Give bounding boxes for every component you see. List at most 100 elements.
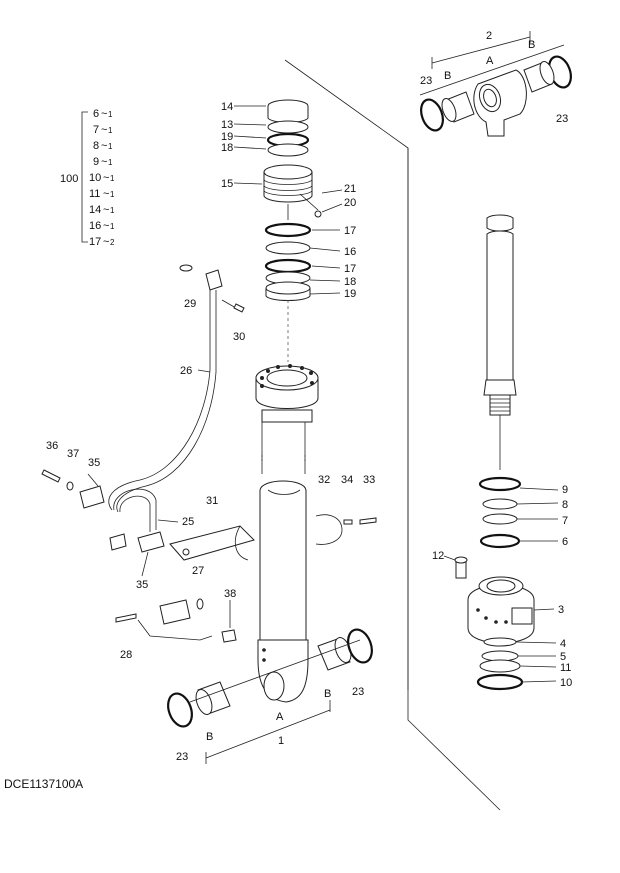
kit-number: 100: [60, 173, 78, 185]
bolt: [41, 469, 61, 483]
callout: 19: [344, 288, 356, 300]
letter-label: A: [486, 55, 494, 67]
callout: 32: [318, 474, 330, 486]
o-ring: [179, 264, 193, 272]
kit-bracket: [81, 111, 88, 243]
bolt: [455, 561, 467, 579]
pipe-clamp: [169, 525, 255, 561]
seal-ring: [478, 476, 522, 492]
head-assembly-top: 2 A B B 23 23: [419, 30, 572, 137]
seal-ring: [265, 241, 311, 255]
callout: 31: [206, 495, 218, 507]
callout: 11: [560, 662, 571, 674]
callout: 16: [344, 246, 356, 258]
callout: 29: [184, 298, 196, 310]
kit-item: 6~1: [93, 108, 113, 120]
seal-ring: [483, 637, 517, 647]
svg-text:~: ~: [101, 156, 107, 168]
cylinder-cover: 12 3 4 5 11 10: [432, 550, 572, 691]
svg-text:6: 6: [93, 108, 99, 120]
callout: 15: [221, 178, 233, 190]
callout: 23: [176, 751, 188, 763]
kit-item: 17~2: [89, 236, 115, 248]
piston-stack: 14 13 19 18 15 21 20 17 16 17 18 19: [221, 99, 356, 362]
kit-item: 10~1: [89, 172, 115, 184]
svg-text:~: ~: [103, 172, 109, 184]
seal-ring: [479, 659, 521, 673]
svg-text:~: ~: [101, 140, 107, 152]
kit-item: 16~1: [89, 220, 115, 232]
seal-ring: [264, 222, 312, 238]
o-ring: [196, 598, 204, 610]
callout: 17: [344, 263, 356, 275]
bracket: [79, 485, 105, 509]
kit-item: 7~1: [93, 124, 113, 136]
callout: 1: [278, 735, 284, 747]
rod-shaft: [486, 230, 514, 381]
kit-item: 14~1: [89, 204, 115, 216]
callout: 13: [221, 119, 233, 131]
callout: 8: [562, 499, 568, 511]
callout: 20: [344, 197, 356, 209]
callout: 26: [180, 365, 192, 377]
callout: 37: [67, 448, 79, 460]
callout: 38: [224, 588, 236, 600]
seal-ring: [482, 513, 518, 525]
callout: 23: [352, 686, 364, 698]
pipe-clamp: [315, 514, 343, 545]
piston-rod: [483, 214, 517, 470]
svg-text:~: ~: [103, 188, 109, 200]
callout: 21: [344, 183, 356, 195]
svg-text:~: ~: [103, 204, 109, 216]
flange-fitting: [159, 599, 191, 625]
callout: 35: [88, 457, 100, 469]
bolt: [359, 517, 377, 525]
pipe: [113, 488, 157, 530]
callout: 17: [344, 225, 356, 237]
svg-text:17: 17: [89, 236, 101, 248]
svg-text:~: ~: [101, 124, 107, 136]
callout: 18: [344, 276, 356, 288]
tube-body: [259, 480, 307, 641]
svg-text:8: 8: [93, 140, 99, 152]
callout: 14: [221, 101, 233, 113]
dimension-line: [431, 36, 531, 64]
letter-label: A: [276, 711, 284, 723]
callout: 12: [432, 550, 444, 562]
steel-ball: [314, 210, 322, 218]
callout: 23: [556, 113, 568, 125]
callout: 36: [46, 440, 58, 452]
washer: [66, 481, 74, 491]
bracket: [137, 531, 165, 553]
seal-ring: [347, 628, 373, 664]
callout: 10: [560, 677, 572, 689]
svg-text:11: 11: [89, 188, 100, 200]
callout: 28: [120, 649, 132, 661]
letter-label: B: [324, 688, 331, 700]
callout: 3: [558, 604, 564, 616]
callout: 33: [363, 474, 375, 486]
center-line: [419, 44, 565, 96]
callout: 5: [560, 651, 566, 663]
cylinder-tube: [255, 364, 319, 703]
bottom-bushings: 23 23 B B A 1: [167, 628, 373, 764]
kit-item: 9~1: [93, 156, 113, 168]
svg-text:1: 1: [110, 174, 115, 183]
bolt: [233, 303, 245, 313]
letter-label: B: [444, 70, 451, 82]
svg-text:7: 7: [93, 124, 99, 136]
center-line: [189, 639, 361, 703]
svg-text:1: 1: [108, 158, 113, 167]
dimension-line: [205, 709, 331, 759]
rod-seal-stack: 9 8 7 6: [478, 476, 568, 549]
svg-text:1: 1: [110, 206, 115, 215]
svg-text:14: 14: [89, 204, 101, 216]
svg-text:~: ~: [103, 220, 109, 232]
callout: 27: [192, 565, 204, 577]
svg-text:1: 1: [108, 126, 113, 135]
callout: 25: [182, 516, 194, 528]
seal-ring: [482, 498, 518, 510]
rod-thread: [489, 394, 511, 416]
callout: 30: [233, 331, 245, 343]
